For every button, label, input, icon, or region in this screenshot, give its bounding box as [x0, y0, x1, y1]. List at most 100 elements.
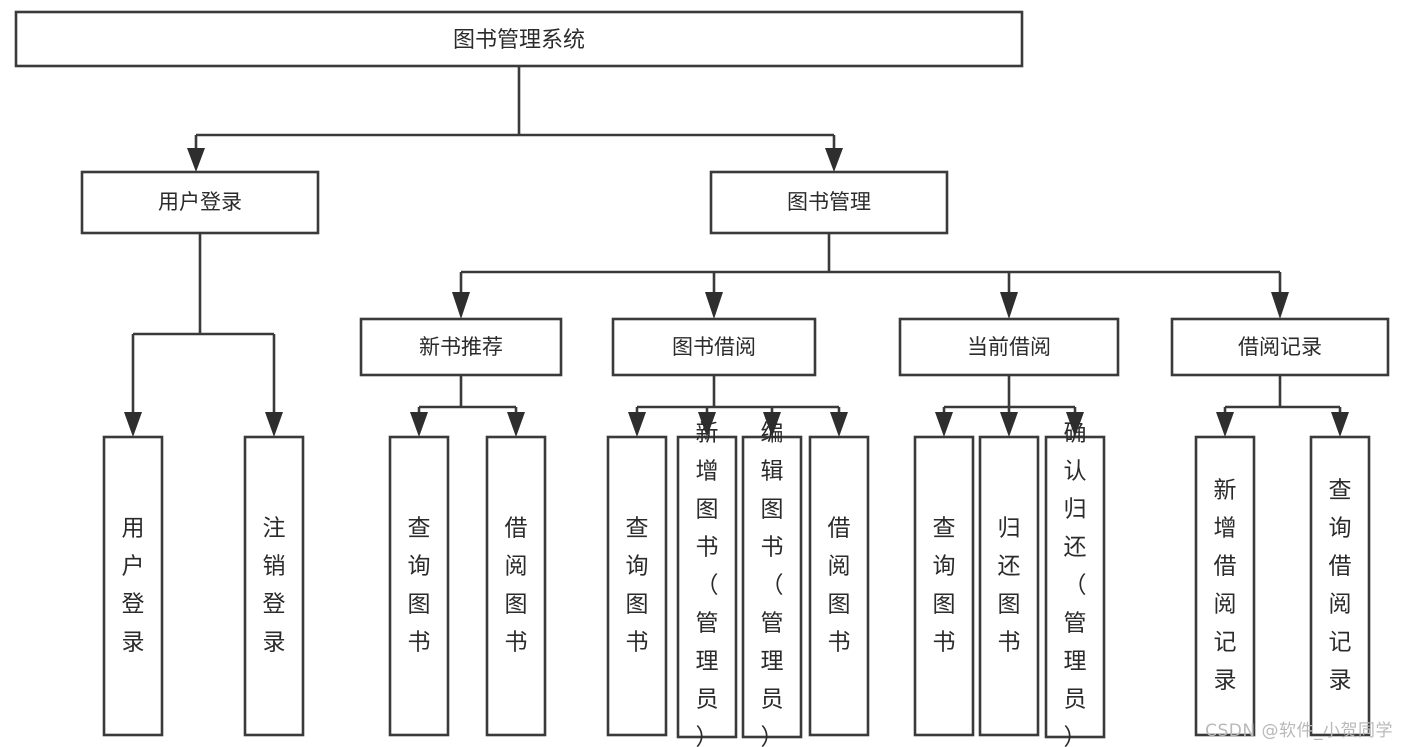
- vertical-label-char: 录: [1329, 668, 1352, 694]
- leaf-query-book-1-box[interactable]: [388, 435, 450, 737]
- vertical-label-char: 户: [122, 554, 145, 580]
- vertical-label-char: 管: [1064, 611, 1087, 637]
- leaf-node[interactable]: 用户登录: [102, 435, 164, 737]
- vertical-label-char: 新: [696, 421, 719, 447]
- leaf-borrow-book-2-box[interactable]: [808, 435, 870, 737]
- vertical-label-char: 书: [998, 630, 1021, 656]
- arrowhead-bookborrow-leaf3: [763, 412, 781, 437]
- vertical-label-char: 登: [263, 592, 286, 618]
- vertical-label-char: 图: [626, 592, 649, 618]
- node-book-management-label: 图书管理: [787, 190, 871, 214]
- leaf-add-borrow-record-box[interactable]: [1194, 435, 1256, 737]
- vertical-label-char: 询: [408, 554, 431, 580]
- vertical-label-char: 员: [761, 687, 784, 713]
- arrowhead-bookmgmt: [825, 148, 843, 172]
- node-root-box[interactable]: [14, 10, 1024, 68]
- node-book-borrow[interactable]: 图书借阅: [611, 317, 817, 377]
- vertical-label-char: 询: [626, 554, 649, 580]
- vertical-label-char: 录: [122, 630, 145, 656]
- leaf-query-book-3-box[interactable]: [913, 435, 975, 737]
- node-book-management[interactable]: 图书管理: [709, 170, 949, 235]
- leaf-user-login-label-group: 用户登录: [122, 516, 145, 656]
- vertical-label-char: 查: [626, 516, 649, 542]
- node-book-borrow-box[interactable]: [611, 317, 817, 377]
- node-new-book-recommend-box[interactable]: [359, 317, 563, 377]
- leaf-query-book-2-box[interactable]: [606, 435, 668, 737]
- vertical-label-char: 增: [696, 459, 719, 485]
- vertical-label-char: 图: [933, 592, 956, 618]
- vertical-label-char: 归: [998, 516, 1021, 542]
- vertical-label-char: 阅: [505, 554, 528, 580]
- vertical-label-char: 书: [505, 630, 528, 656]
- node-borrow-record-box[interactable]: [1170, 317, 1390, 377]
- vertical-label-char: 还: [998, 554, 1021, 580]
- vertical-label-char: 借: [828, 516, 851, 542]
- vertical-label-char: 记: [1329, 630, 1352, 656]
- vertical-label-char: 用: [122, 516, 145, 542]
- leaf-return-book-box[interactable]: [978, 435, 1040, 737]
- leaf-logout-box[interactable]: [243, 435, 305, 737]
- vertical-label-char: 图: [696, 497, 719, 523]
- node-borrow-record[interactable]: 借阅记录: [1170, 317, 1390, 377]
- arrowhead-bookborrow-leaf4: [830, 412, 848, 437]
- leaf-confirm-return-box[interactable]: [1044, 435, 1106, 739]
- leaf-borrow-book-1-box[interactable]: [485, 435, 547, 737]
- vertical-label-char: 书: [696, 535, 719, 561]
- vertical-label-char: 记: [1214, 630, 1237, 656]
- node-user-login-box[interactable]: [80, 170, 320, 235]
- vertical-label-char: 理: [696, 649, 719, 675]
- node-user-login[interactable]: 用户登录: [80, 170, 320, 235]
- leaf-query-borrow-record-box[interactable]: [1309, 435, 1371, 737]
- vertical-label-char: 借: [1214, 554, 1237, 580]
- node-book-management-box[interactable]: [709, 170, 949, 235]
- vertical-label-char: 管: [761, 611, 784, 637]
- vertical-label-char: 认: [1064, 459, 1087, 485]
- vertical-label-char: 新: [1214, 478, 1237, 504]
- vertical-label-char: 图: [761, 497, 784, 523]
- vertical-label-char: ）: [761, 725, 784, 747]
- arrowhead-currentborrow-leaf2: [1000, 412, 1018, 437]
- vertical-label-char: 阅: [1214, 592, 1237, 618]
- vertical-label-char: 图: [505, 592, 528, 618]
- leaf-user-login-box[interactable]: [102, 435, 164, 737]
- leaf-add-book-box[interactable]: [676, 435, 738, 739]
- vertical-label-char: 注: [263, 516, 286, 542]
- vertical-label-char: 理: [761, 649, 784, 675]
- arrowhead-bookborrow-leaf1: [628, 412, 646, 437]
- vertical-label-char: 管: [696, 611, 719, 637]
- vertical-label-char: 阅: [828, 554, 851, 580]
- vertical-label-char: 书: [828, 630, 851, 656]
- node-current-borrow[interactable]: 当前借阅: [898, 317, 1120, 377]
- vertical-label-char: 登: [122, 592, 145, 618]
- leaf-edit-book-box[interactable]: [741, 435, 803, 739]
- node-current-borrow-box[interactable]: [898, 317, 1120, 377]
- node-new-book-recommend[interactable]: 新书推荐: [359, 317, 563, 377]
- vertical-label-char: 还: [1064, 535, 1087, 561]
- vertical-label-char: 增: [1214, 516, 1237, 542]
- arrowhead-leaf-logout: [265, 412, 283, 437]
- vertical-label-char: 查: [408, 516, 431, 542]
- vertical-label-char: 辑: [761, 459, 784, 485]
- node-root[interactable]: 图书管理系统: [14, 10, 1024, 68]
